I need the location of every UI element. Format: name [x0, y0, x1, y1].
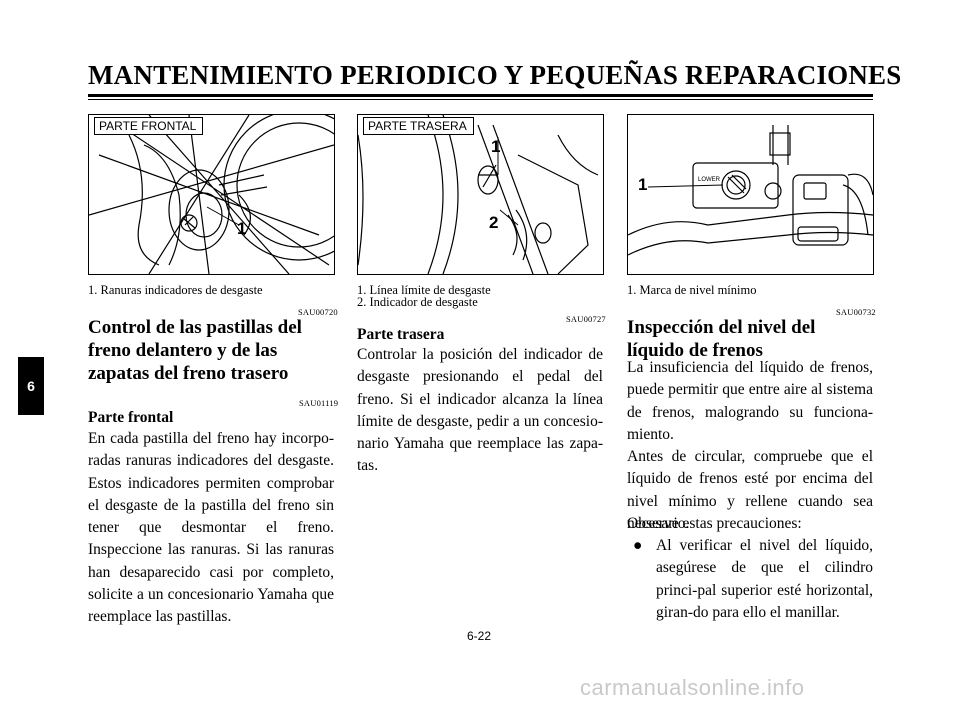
bullet-item-1: Al verificar el nivel del líquido, asegú… [656, 537, 873, 621]
page-title: MANTENIMIENTO PERIODICO Y PEQUEÑAS REPAR… [88, 60, 902, 90]
title-rule-thick [88, 94, 873, 97]
page-number: 6-22 [467, 629, 492, 643]
figure-reservoir-callout-1: 1 [638, 175, 648, 194]
paragraph-fluid-2: Antes de circular, compruebe que el líqu… [627, 448, 873, 532]
paragraph-fluid-3: Observe estas precauciones: [627, 515, 802, 532]
figure-front-callout-1: 1 [237, 219, 247, 238]
section-code-sau00720: SAU00720 [298, 307, 338, 317]
figure-brake-fluid-reservoir: LOWER 1 [627, 114, 874, 275]
caption-rear-2: 2. Indicador de desgaste [357, 295, 478, 309]
figure-rear-callout-1: 1 [491, 137, 501, 156]
figure-front-label: PARTE FRONTAL [94, 117, 204, 135]
figure-rear-callout-2: 2 [489, 213, 499, 232]
caption-reservoir-1: 1. Marca de nivel mínimo [627, 283, 757, 297]
section-code-sau00727: SAU00727 [566, 314, 606, 324]
section-code-sau01119: SAU01119 [299, 398, 339, 408]
heading-brake-fluid: Inspección del nivel del líquido de fren… [627, 317, 816, 361]
caption-rear-1: 1. Línea límite de desgaste [357, 283, 491, 297]
handlebar-reservoir-illustration: LOWER [628, 125, 873, 256]
subheading-rear: Parte trasera [357, 326, 445, 343]
front-brake-illustration [89, 115, 334, 274]
watermark: carmanualsonline.info [580, 675, 805, 700]
paragraph-front: En cada pastilla del freno hay incorpo-r… [88, 430, 334, 626]
section-tab: 6 [18, 357, 44, 415]
paragraph-fluid-1: La insuficiencia del líquido de frenos, … [627, 359, 873, 443]
rear-brake-illustration [358, 115, 599, 274]
paragraph-rear: Controlar la posición del indicador de d… [357, 346, 603, 475]
subheading-front: Parte frontal [88, 409, 174, 426]
bullet-icon: ● [633, 537, 643, 554]
caption-front-1: 1. Ranuras indicadores de desgaste [88, 283, 263, 297]
figure-front-brake: PARTE FRONTAL 1 [88, 114, 335, 275]
section-code-sau00732: SAU00732 [836, 307, 876, 317]
figure-rear-label: PARTE TRASERA [363, 117, 474, 135]
figure-rear-brake: PARTE TRASERA 1 2 [357, 114, 604, 275]
reservoir-marking: LOWER [698, 177, 721, 183]
heading-brake-pads: Control de las pastillas del freno delan… [88, 317, 302, 384]
title-rule-thin [88, 99, 873, 100]
